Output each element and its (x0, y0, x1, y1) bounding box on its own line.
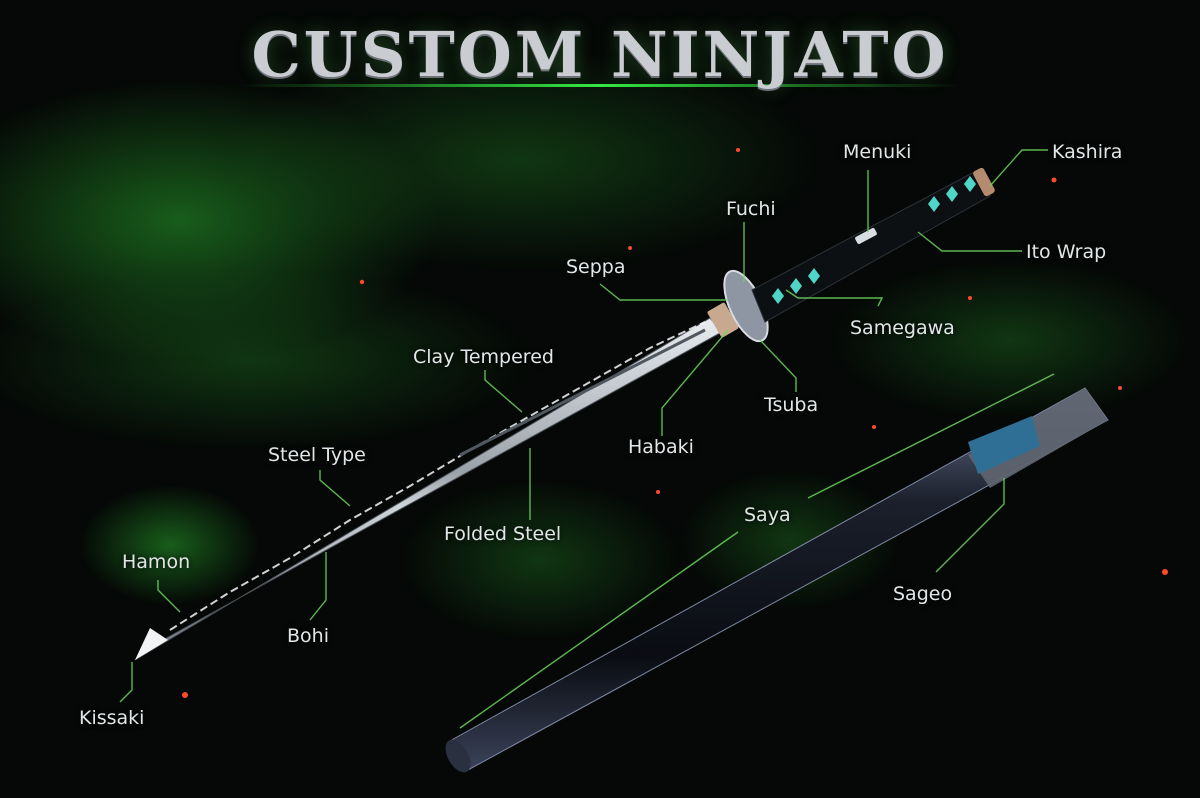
leader-lines (119, 149, 1055, 729)
kashira (973, 167, 995, 197)
label-steel-type: Steel Type (268, 444, 366, 466)
label-habaki: Habaki (628, 436, 694, 458)
label-sageo: Sageo (893, 583, 953, 605)
label-menuki: Menuki (843, 141, 912, 163)
title-underline (240, 84, 960, 87)
background-glow (0, 50, 1190, 640)
label-fuchi: Fuchi (726, 198, 776, 220)
hamon-line (169, 321, 706, 631)
label-hamon: Hamon (122, 551, 191, 573)
label-saya: Saya (744, 504, 791, 526)
saya-scabbard (445, 387, 1109, 773)
label-ito-wrap: Ito Wrap (1026, 241, 1107, 263)
menuki (855, 228, 877, 244)
kissaki-tip (135, 628, 168, 660)
label-tsuba: Tsuba (764, 394, 819, 416)
label-kissaki: Kissaki (79, 707, 145, 729)
label-bohi: Bohi (287, 625, 329, 647)
habaki (707, 302, 739, 338)
embers (182, 148, 1168, 698)
sageo-cord (968, 416, 1040, 474)
tsuka (751, 167, 995, 323)
label-samegawa: Samegawa (850, 317, 955, 339)
bohi-groove (459, 328, 706, 457)
label-folded-steel: Folded Steel (444, 523, 562, 545)
label-kashira: Kashira (1052, 141, 1123, 163)
label-seppa: Seppa (566, 256, 626, 278)
page-title: CUSTOM NINJATO (251, 18, 949, 91)
label-clay-tempered: Clay Tempered (413, 346, 554, 368)
